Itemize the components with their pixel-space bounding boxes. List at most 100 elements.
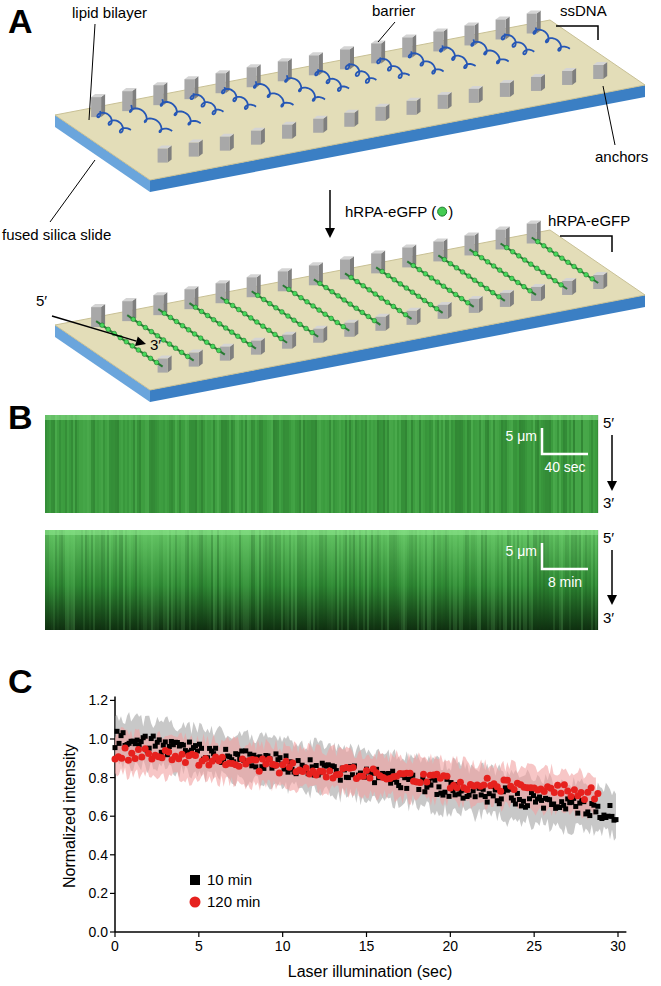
kymograph-streak [205,530,207,630]
rpa-dot [185,354,190,359]
rpa-dot [411,263,416,268]
kymograph-streak [243,530,245,630]
kymograph-streak [193,530,195,630]
tick-label: 5 [195,938,203,954]
data-point [158,754,165,761]
kymograph-streak [353,415,355,513]
barrier-block [527,221,541,224]
kymograph-streak [331,415,333,513]
kymograph-streak [219,530,221,630]
anchor-block [469,89,479,103]
kymograph-streak [449,530,451,630]
kymograph-streak [363,415,365,513]
barrier-block [381,40,385,63]
kymograph-streak [459,530,461,630]
anchor-block [500,83,510,97]
anchor-block [438,95,448,109]
end-label: 5′ [603,414,614,431]
kymograph-streak [289,530,291,630]
part-label: barrier [372,2,415,19]
kymograph-streak [397,415,399,513]
data-point [192,752,199,759]
barrier-block [216,280,230,283]
kymograph-streak [329,415,331,513]
kymograph-streak [171,530,173,630]
kymograph-streak [485,530,487,630]
panel-letter: B [8,398,33,437]
anchor-block [593,272,607,275]
legend-text: 10 min [207,871,252,888]
kymograph-streak [267,415,269,513]
kymograph-streak [331,530,333,630]
kymograph-streak [95,415,97,513]
kymograph-streak [93,415,95,513]
kymograph-streak [51,530,53,630]
kymograph-streak [155,530,157,630]
barrier-block [350,46,354,69]
y-tick [110,738,115,739]
kymograph-streak [381,530,383,630]
rpa-dot [248,316,253,321]
kymograph-streak [587,415,589,513]
kymograph-streak [299,530,301,630]
kymograph-streak [313,415,315,513]
kymograph-streak [47,530,49,630]
kymograph-streak [95,530,97,630]
rpa-dot [484,286,489,291]
kymograph-streak [435,530,437,630]
kymograph-streak [69,530,71,630]
legend-swatch [190,897,201,908]
rpa-dot [130,344,135,349]
rpa-dot [199,309,204,314]
rpa-dot [143,325,148,330]
kymograph-streak [495,530,497,630]
rpa-dot [548,248,553,253]
kymograph-streak [185,530,187,630]
rpa-dot [590,277,595,282]
kymograph-streak [317,415,319,513]
kymograph-streak [157,415,159,513]
rpa-dot [204,340,209,345]
kymograph-streak [499,530,501,630]
data-point [284,753,289,758]
kymograph-streak [367,415,369,513]
kymograph-streak [165,530,167,630]
kymograph-streak [457,415,459,513]
kymograph-edge [45,530,598,535]
rpa-dot [472,278,477,283]
rpa-dot [299,295,304,300]
kymograph-streak [423,415,425,513]
anchor-block [448,92,452,109]
kymograph-streak [405,415,407,513]
kymograph-streak [291,415,293,513]
rpa-dot [354,306,359,311]
kymograph-streak [75,530,77,630]
kymograph-streak [543,530,545,630]
kymograph-streak [199,530,201,630]
rpa-dot [131,317,136,322]
anchor-block [593,62,607,65]
anchor-block [531,77,541,91]
data-point [581,796,588,803]
ssdna-coil [377,57,410,78]
kymograph-streak [485,415,487,513]
kymograph-streak [247,415,249,513]
kymograph-streak [425,530,427,630]
barrier-block [122,298,136,301]
data-point [143,734,148,739]
rpa-dot [398,282,403,287]
anchor-block [375,314,389,317]
kymograph-streak [145,415,147,513]
kymograph-streak [597,415,599,513]
ssdna-coil [222,87,256,109]
kymograph-streak [47,415,49,513]
end-label: 5′ [603,529,614,546]
kymograph-streak [71,415,73,513]
rpa-dot [192,332,197,337]
barrier-block [247,64,261,67]
kymograph-streak [461,530,463,630]
rpa-dot [217,322,222,327]
rpa-symbol [438,207,447,216]
part-label: anchors [595,148,648,165]
kymograph-streak [115,415,117,513]
